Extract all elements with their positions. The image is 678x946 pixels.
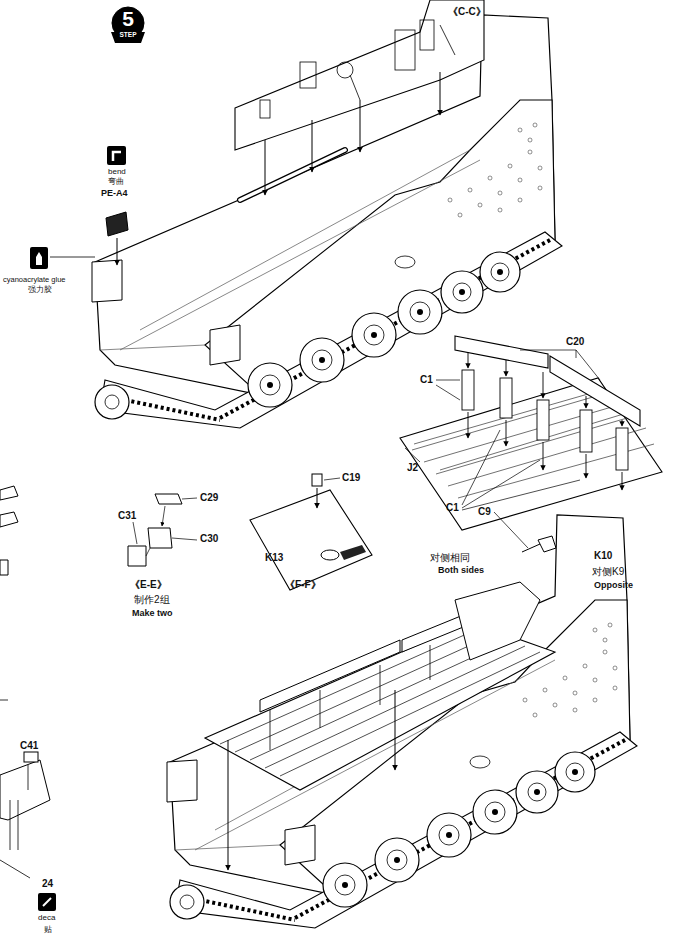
instruction-label: 对侧相同 <box>430 552 470 563</box>
part-number: C20 <box>566 336 584 347</box>
part-number: C9 <box>478 506 491 517</box>
step-number: 5 <box>107 5 149 29</box>
instruction-label: 《E-E》 <box>130 579 167 590</box>
step-word: STEP <box>107 32 149 39</box>
instruction-label: Make two <box>132 609 173 619</box>
part-number: C1 <box>420 374 433 385</box>
instruction-label: Both sides <box>438 566 484 576</box>
part-number: C1 <box>446 502 459 513</box>
instruction-label: 贴 <box>44 926 52 935</box>
instruction-label: Opposite <box>594 581 633 591</box>
instruction-label: deca <box>38 914 55 923</box>
part-number: 24 <box>42 878 53 889</box>
instruction-label: cyanoacrylate glue <box>3 276 66 284</box>
part-number: C30 <box>200 533 218 544</box>
part-number: K10 <box>594 550 612 561</box>
instruction-label: 制作2组 <box>134 594 170 605</box>
part-number: J2 <box>407 462 418 473</box>
instruction-label: PE-A4 <box>101 189 128 199</box>
instruction-label: 《F-F》 <box>285 579 321 590</box>
instruction-label: 对侧K9 <box>592 566 624 577</box>
part-number: C41 <box>20 740 38 751</box>
part-number: C29 <box>200 492 218 503</box>
instruction-label: bend <box>108 168 126 177</box>
instruction-label: 强力胶 <box>28 286 52 295</box>
instruction-label: 《C-C》 <box>448 6 486 17</box>
step-badge: 5STEP <box>107 5 149 47</box>
part-number: K13 <box>265 552 283 563</box>
part-number: C19 <box>342 472 360 483</box>
instruction-label: 弯曲 <box>108 178 124 187</box>
part-number: C31 <box>118 510 136 521</box>
